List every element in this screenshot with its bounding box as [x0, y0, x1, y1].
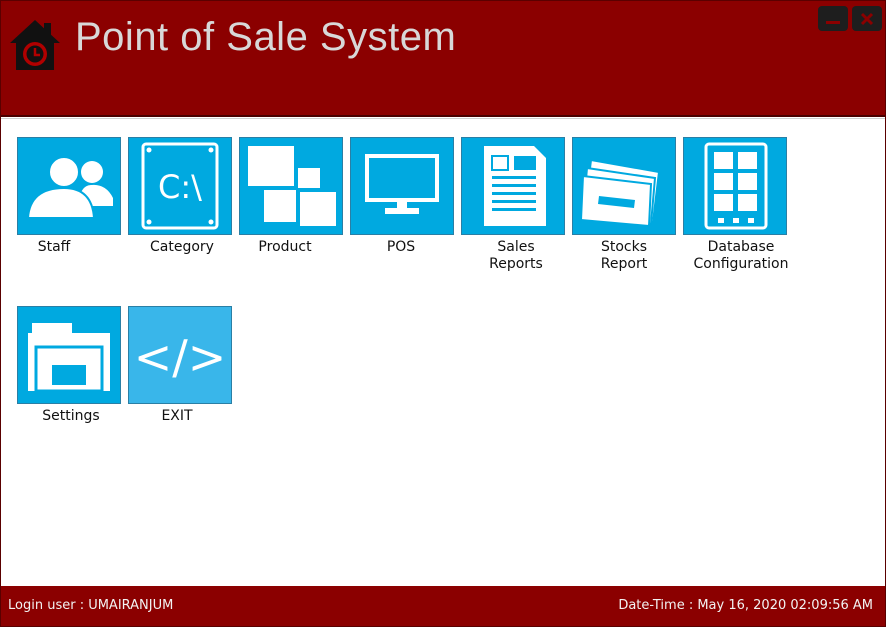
tile-label-category: Category	[150, 239, 214, 255]
tile-label-stocks-report: Stocks Report	[564, 239, 684, 273]
code-icon-text: </>	[134, 330, 227, 384]
tile-label-sales-reports-line2: Reports	[489, 256, 543, 272]
close-icon	[860, 12, 874, 25]
tile-label-stocks-report-line2: Report	[600, 256, 648, 272]
tile-database-configuration[interactable]	[683, 137, 787, 235]
tile-product[interactable]	[239, 137, 343, 235]
datetime-status: Date-Time : May 16, 2020 02:09:56 AM	[618, 598, 873, 613]
tile-label-database-configuration: Database Configuration	[681, 239, 801, 273]
tile-sales-reports[interactable]	[461, 137, 565, 235]
papers-icon	[579, 158, 661, 228]
tile-label-staff: Staff	[37, 239, 71, 255]
users-icon	[26, 156, 113, 219]
folder-icon	[28, 323, 110, 393]
tile-stocks-report[interactable]	[572, 137, 676, 235]
login-user-status: Login user : UMAIRANJUM	[8, 598, 174, 613]
app-title: Point of Sale System	[75, 15, 457, 59]
header-bar: Point of Sale System	[1, 1, 885, 117]
tile-label-database-configuration-line2: Configuration	[693, 256, 789, 272]
code-icon: </>	[134, 330, 227, 384]
product-boxes-icon	[248, 146, 336, 226]
minimize-button[interactable]	[818, 6, 848, 31]
tile-label-exit: EXIT	[161, 408, 193, 424]
grid-device-icon	[704, 142, 768, 230]
status-bar: Login user : UMAIRANJUM Date-Time : May …	[1, 586, 885, 626]
tile-label-stocks-report-line1: Stocks	[600, 239, 648, 255]
monitor-icon	[365, 154, 439, 214]
tile-settings[interactable]	[17, 306, 121, 404]
tile-pos[interactable]	[350, 137, 454, 235]
tile-exit[interactable]: </>	[128, 306, 232, 404]
tile-label-sales-reports: Sales Reports	[456, 239, 576, 273]
tile-staff[interactable]	[17, 137, 121, 235]
document-icon	[484, 146, 546, 226]
tile-label-sales-reports-line1: Sales	[497, 239, 535, 255]
tile-label-pos: POS	[386, 239, 416, 255]
tile-label-settings: Settings	[42, 408, 100, 424]
tile-label-database-configuration-line1: Database	[707, 239, 775, 255]
drive-icon-text: C:\	[158, 168, 202, 206]
minimize-icon	[826, 20, 840, 24]
header-divider	[1, 118, 885, 119]
close-button[interactable]	[852, 6, 882, 31]
tile-label-product: Product	[258, 239, 312, 255]
drive-icon: C:\	[141, 142, 219, 230]
tile-category[interactable]: C:\	[128, 137, 232, 235]
house-clock-icon	[10, 20, 60, 70]
